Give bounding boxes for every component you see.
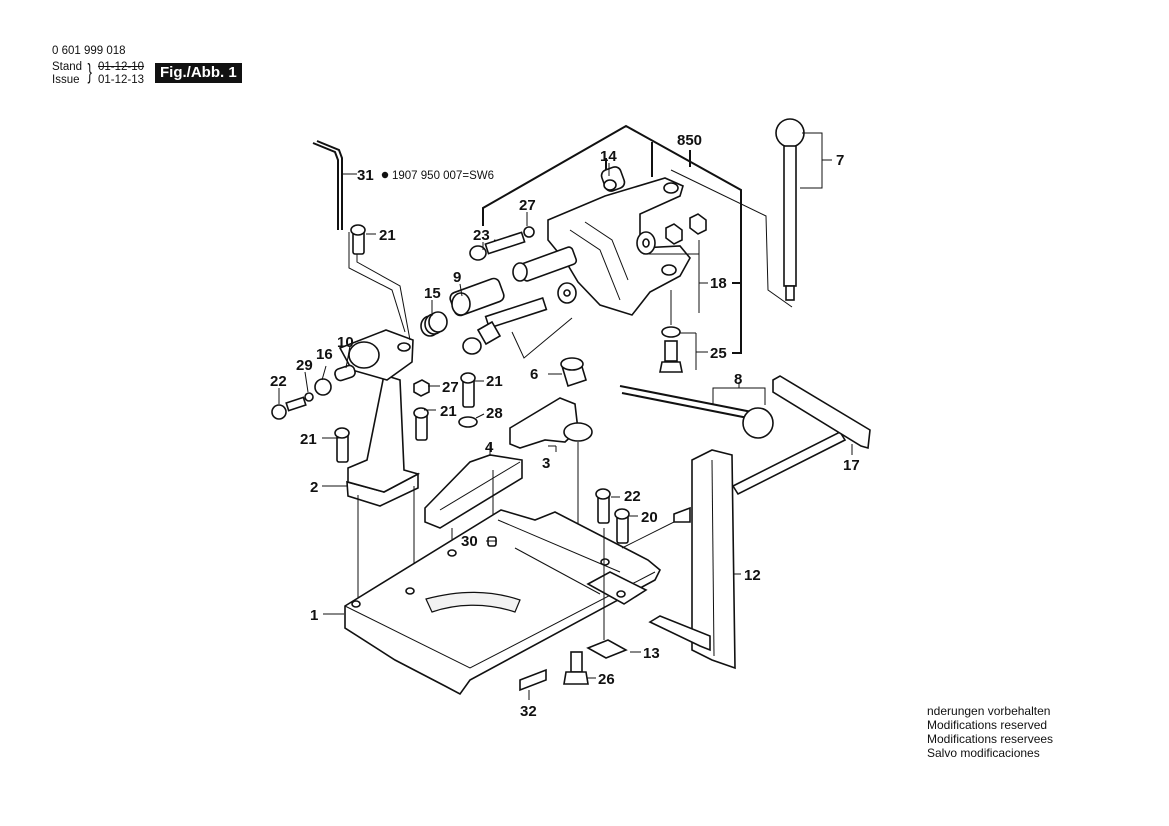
bullet-icon	[381, 171, 389, 179]
callout-28: 28	[486, 405, 503, 422]
callout-2: 2	[310, 479, 318, 496]
pillar-part-2	[338, 232, 421, 600]
brace-icon: }	[87, 59, 92, 84]
stand-label: Stand	[52, 61, 83, 73]
issue-label: Issue	[52, 74, 80, 86]
callout-27-top: 27	[519, 197, 536, 214]
footer-notes: nderungen vorbehalten Modifications rese…	[927, 704, 1053, 760]
threaded-bolt-part	[462, 297, 573, 359]
callout-14: 14	[600, 148, 617, 165]
handle-rod-part-7	[670, 118, 832, 308]
cap-screws-21	[334, 224, 478, 463]
document-number: 0 601 999 018	[52, 45, 126, 57]
callout-22-right: 22	[624, 488, 641, 505]
callout-1: 1	[310, 607, 318, 624]
hex-key-part	[312, 140, 357, 230]
callout-25: 25	[710, 345, 727, 362]
callout-850: 850	[677, 132, 702, 149]
footer-note-es: Salvo modificaciones	[927, 746, 1040, 760]
callout-8: 8	[734, 371, 742, 388]
footer-note-de: nderungen vorbehalten	[927, 704, 1051, 718]
current-date: 01-12-13	[98, 74, 145, 86]
callout-4: 4	[485, 439, 494, 456]
base-plate-part-1	[344, 509, 661, 696]
callout-13: 13	[643, 645, 660, 662]
superseded-date: 01-12-10	[98, 61, 145, 73]
knob-part-6-rod-8	[548, 357, 774, 439]
small-left-hardware	[271, 364, 356, 420]
callout-21-top: 21	[379, 227, 396, 244]
callout-29: 29	[296, 357, 313, 374]
clamp-body-part	[547, 177, 691, 316]
callout-10: 10	[337, 334, 354, 351]
callout-21-mid: 21	[440, 403, 457, 420]
screw-part-25	[659, 290, 708, 373]
callout-21-left: 21	[300, 431, 317, 448]
sleeve-part-14	[600, 163, 626, 192]
fence-part-12	[648, 449, 736, 670]
callout-leader-lines	[278, 212, 741, 700]
callout-32: 32	[520, 703, 537, 720]
callout-27-mid: 27	[442, 379, 459, 396]
callout-21-right: 21	[486, 373, 503, 390]
callout-7: 7	[836, 152, 844, 169]
callout-31: 31	[357, 167, 374, 184]
callout-16: 16	[316, 346, 333, 363]
clamp-jaw-part-3	[509, 397, 593, 570]
screw-part-23	[469, 226, 535, 261]
callout-labels: 1 2 3 4 6 7 8 9 10 12 13 14 15 16 17 18 …	[270, 132, 860, 720]
spring-part-15	[420, 311, 448, 337]
callout-3: 3	[542, 455, 550, 472]
callout-12: 12	[744, 567, 761, 584]
footer-note-en: Modifications reserved	[927, 718, 1048, 732]
shaft-part-9-assembly	[449, 246, 578, 317]
callout-26: 26	[598, 671, 615, 688]
washer-nut-set	[557, 213, 708, 313]
footer-note-fr: Modifications reservees	[927, 732, 1054, 746]
figure-label: Fig./Abb. 1	[155, 63, 242, 83]
base-small-parts	[519, 639, 628, 692]
callout-23: 23	[473, 227, 490, 244]
callout-30: 30	[461, 533, 478, 550]
tool-note: 1907 950 007=SW6	[392, 170, 494, 182]
callout-17: 17	[843, 457, 860, 474]
callout-18: 18	[710, 275, 727, 292]
callout-22-left: 22	[270, 373, 287, 390]
callout-9: 9	[453, 269, 461, 286]
ruler-part-17	[731, 375, 871, 496]
callout-20: 20	[641, 509, 658, 526]
callout-6: 6	[530, 366, 538, 383]
callout-15: 15	[424, 285, 441, 302]
